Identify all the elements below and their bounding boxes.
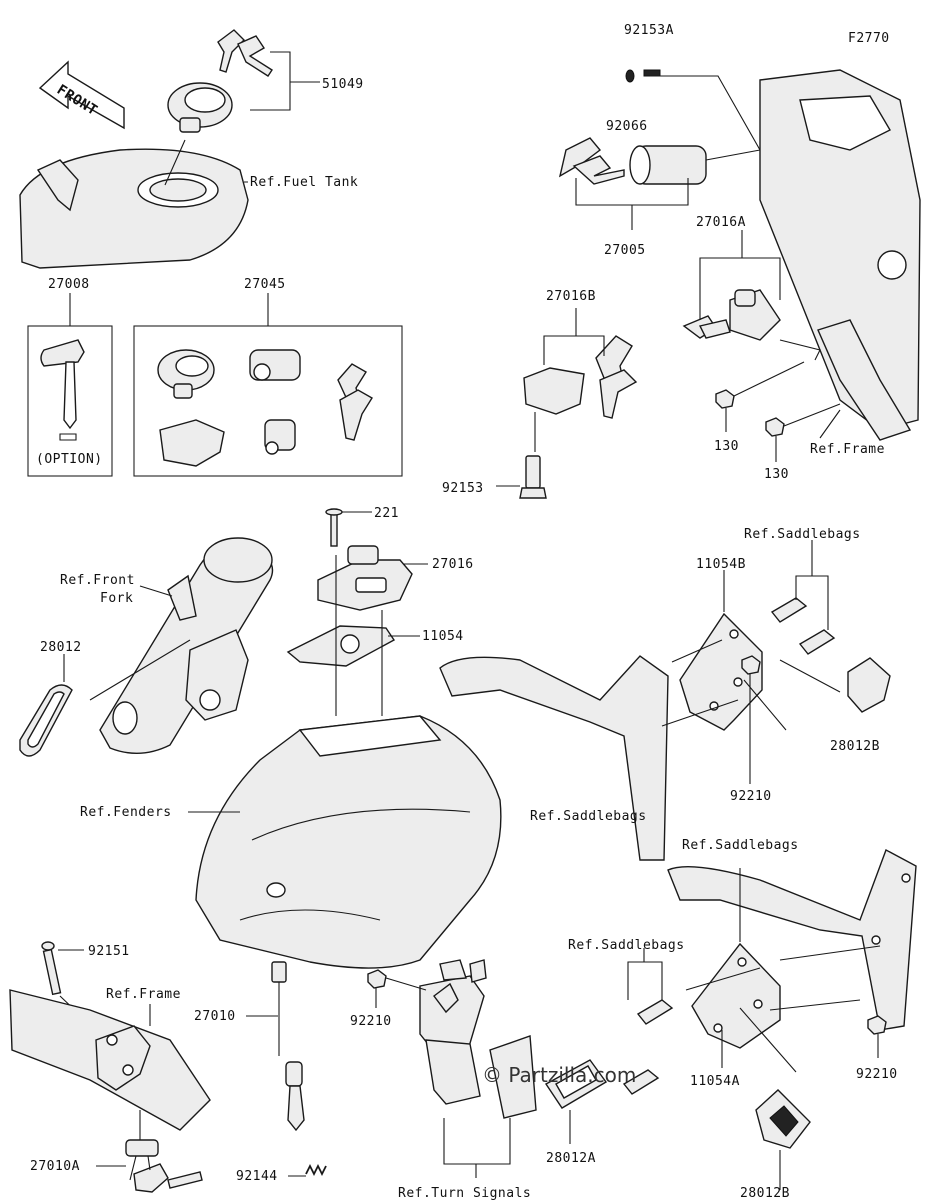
bolt-11054a-b-icon: [622, 1069, 660, 1095]
spring-92144-icon: [305, 1163, 327, 1177]
label-28012b-b: 28012B: [740, 1186, 790, 1200]
label-51049: 51049: [322, 77, 364, 92]
front-arrow-icon: FRONT: [38, 60, 125, 130]
front-fork-illustration: [99, 537, 274, 754]
label-ref-front: Ref.Front: [60, 573, 135, 588]
label-92153: 92153: [442, 481, 484, 496]
figure-id: F2770: [848, 31, 890, 46]
fuel-cap-illustration: [167, 82, 233, 133]
label-28012: 28012: [40, 640, 82, 655]
label-ref-saddlebags-1: Ref.Saddlebags: [744, 527, 861, 542]
lock-set-parts-illustration: [157, 349, 373, 467]
label-27008: 27008: [48, 277, 90, 292]
label-92144: 92144: [236, 1169, 278, 1184]
label-28012b-a: 28012B: [830, 739, 880, 754]
label-28012a: 28012A: [546, 1151, 596, 1166]
label-27045: 27045: [244, 277, 286, 292]
bolt-11054b-b-icon: [798, 629, 836, 655]
label-11054b: 11054B: [696, 557, 746, 572]
label-ref-frame-bottom: Ref.Frame: [106, 987, 181, 1002]
ignition-switch-illustration: [625, 69, 707, 185]
plate-11054-illustration: [286, 625, 396, 667]
fuel-cap-keys-icon: [217, 29, 273, 77]
nut-130-b-icon: [765, 417, 785, 437]
bolt-92151-icon: [41, 941, 62, 996]
screw-221-icon: [325, 508, 343, 547]
switch-27010-illustration: [271, 961, 305, 1132]
label-ref-fuel-tank: Ref.Fuel Tank: [250, 175, 358, 190]
bolt-11054a-a-icon: [636, 999, 674, 1025]
turn-signal-bracket-illustration: [419, 959, 537, 1119]
label-27010: 27010: [194, 1009, 236, 1024]
nut-92210-b-icon: [367, 969, 387, 989]
label-92210-b: 92210: [350, 1014, 392, 1029]
label-130-b: 130: [764, 467, 789, 482]
reflector-28012-icon: [19, 684, 73, 757]
label-130-a: 130: [714, 439, 739, 454]
label-ref-saddlebags-2: Ref.Saddlebags: [530, 809, 647, 824]
nut-92210-c-icon: [867, 1015, 887, 1035]
label-92153a: 92153A: [624, 23, 674, 38]
ignition-keys-icon: [558, 137, 625, 185]
label-27016b: 27016B: [546, 289, 596, 304]
saddlebag-stay-upper-illustration: [439, 655, 669, 861]
label-92151: 92151: [88, 944, 130, 959]
saddlebag-stay-lower-illustration: [667, 849, 917, 1031]
bolt-92153-icon: [519, 455, 547, 499]
lock-bracket-27016-illustration: [317, 545, 413, 611]
label-92210-a: 92210: [730, 789, 772, 804]
lock-bracket-27016b-illustration: [523, 335, 638, 419]
label-11054: 11054: [422, 629, 464, 644]
label-27005: 27005: [604, 243, 646, 258]
frame-top-illustration: [759, 69, 921, 441]
label-27016a: 27016A: [696, 215, 746, 230]
label-option: (OPTION): [36, 452, 103, 467]
reflector-28012b-b-icon: [755, 1089, 811, 1149]
switch-27010a-illustration: [125, 1139, 203, 1193]
watermark: © Partzilla.com: [482, 1063, 636, 1087]
rear-fender-illustration: [195, 715, 502, 969]
label-fork: Fork: [100, 591, 133, 606]
nut-92210-a-icon: [741, 655, 761, 675]
reflector-28012a-icon: [544, 1059, 608, 1109]
label-ref-saddlebags-3: Ref.Saddlebags: [682, 838, 799, 853]
nut-130-a-icon: [715, 389, 735, 409]
label-ref-fenders: Ref.Fenders: [80, 805, 172, 820]
label-ref-frame-top: Ref.Frame: [810, 442, 885, 457]
reflector-28012b-a-icon: [847, 657, 891, 713]
bracket-11054a-illustration: [691, 942, 781, 1049]
lock-bracket-27016a-illustration: [682, 289, 781, 341]
fuel-tank-illustration: [19, 148, 249, 269]
label-ref-turn-signals: Ref.Turn Signals: [398, 1186, 531, 1200]
label-27016: 27016: [432, 557, 474, 572]
bolt-11054b-a-icon: [770, 597, 808, 623]
label-92210-c: 92210: [856, 1067, 898, 1082]
label-27010a: 27010A: [30, 1159, 80, 1174]
label-ref-saddlebags-4: Ref.Saddlebags: [568, 938, 685, 953]
label-11054a: 11054A: [690, 1074, 740, 1089]
option-key-icon: [40, 339, 85, 441]
frame-bottom-illustration: [9, 989, 211, 1131]
label-221: 221: [374, 506, 399, 521]
label-92066: 92066: [606, 119, 648, 134]
